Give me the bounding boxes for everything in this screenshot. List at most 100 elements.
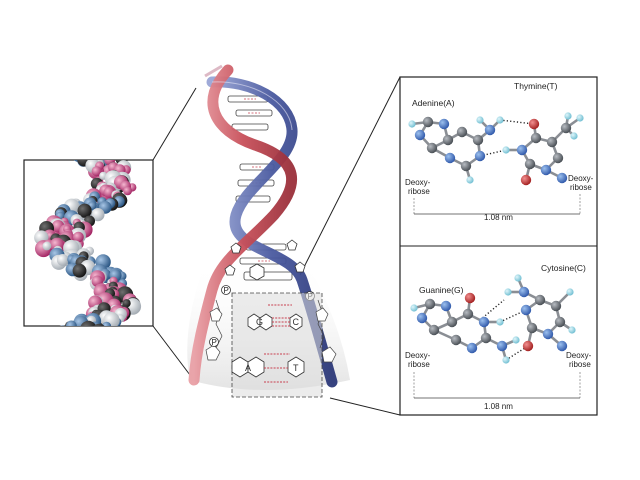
zoom-connector-lines bbox=[152, 76, 401, 416]
guanine-atom-h bbox=[410, 304, 418, 312]
space-filling-atom bbox=[77, 203, 92, 218]
thymine-atom-n bbox=[540, 164, 552, 176]
cytosine-atom-h bbox=[566, 288, 574, 296]
space-filling-atom bbox=[70, 328, 84, 342]
guanine-atom-n bbox=[416, 312, 428, 324]
adenine-atom-h bbox=[408, 120, 416, 128]
space-filling-atom bbox=[66, 328, 79, 341]
space-filling-atom bbox=[66, 320, 77, 326]
guanine-atom-c bbox=[446, 316, 458, 328]
adenine-atom-h bbox=[496, 116, 504, 124]
space-filling-atom bbox=[67, 327, 80, 340]
space-filling-atom bbox=[94, 323, 105, 326]
cytosine-atom-h bbox=[514, 274, 522, 282]
space-filling-atom bbox=[72, 141, 88, 157]
space-filling-atom bbox=[95, 150, 104, 159]
helix-base-a-label: A bbox=[245, 363, 251, 373]
gc-left-sugar-label-1: Deoxy- bbox=[405, 351, 431, 360]
guanine-atom-n bbox=[496, 340, 508, 352]
cytosine-atom-n bbox=[542, 328, 554, 340]
at-distance-label: 1.08 nm bbox=[484, 213, 513, 222]
helix-sugar-rings bbox=[224, 239, 306, 276]
space-filling-atom bbox=[122, 299, 131, 308]
thymine-atom-h bbox=[564, 112, 572, 120]
thymine-atom-h bbox=[576, 114, 584, 122]
adenine-atom-h bbox=[476, 116, 484, 124]
space-filling-model-panel bbox=[23, 141, 154, 343]
thymine-atom-c bbox=[552, 152, 564, 164]
helix-at-pair bbox=[231, 356, 305, 378]
cytosine-atom-c bbox=[550, 300, 562, 312]
thymine-atom-n bbox=[516, 144, 528, 156]
molecular-atoms bbox=[408, 112, 584, 364]
adenine-atom-n bbox=[414, 129, 426, 141]
space-filling-atom bbox=[42, 241, 52, 251]
adenine-atom-c bbox=[426, 142, 438, 154]
at-left-sugar-label-1: Deoxy- bbox=[405, 178, 431, 187]
space-filling-atom bbox=[91, 142, 103, 154]
thymine-label: Thymine(T) bbox=[514, 81, 558, 91]
cytosine-atom-h bbox=[504, 288, 512, 296]
thymine-atom-o bbox=[528, 118, 540, 130]
gc-right-sugar-label-2: ribose bbox=[569, 360, 591, 369]
guanine-atom-n bbox=[478, 316, 490, 328]
space-filling-atom bbox=[82, 331, 94, 343]
helix-base-g-label: G bbox=[256, 317, 263, 327]
space-filling-atom bbox=[91, 208, 105, 222]
space-filling-atom bbox=[59, 325, 64, 326]
helix-base-t-label: T bbox=[293, 363, 299, 373]
cytosine-atom-c bbox=[534, 294, 546, 306]
space-filling-atom bbox=[56, 254, 69, 266]
gc-left-sugar-label-2: ribose bbox=[408, 360, 430, 369]
guanine-atom-h bbox=[502, 356, 510, 364]
space-filling-atoms bbox=[34, 141, 142, 343]
at-distance-bracket bbox=[413, 194, 581, 214]
helix-gc-pair bbox=[247, 313, 303, 331]
cytosine-atom-o bbox=[522, 340, 534, 352]
hydrogen-bond bbox=[505, 345, 529, 361]
adenine-atom-n bbox=[474, 150, 486, 162]
gc-right-sugar-label-1: Deoxy- bbox=[566, 351, 592, 360]
cytosine-atom-h bbox=[568, 326, 576, 334]
cytosine-atom-n bbox=[520, 304, 532, 316]
adenine-atom-n bbox=[438, 118, 450, 130]
space-filling-atom bbox=[80, 325, 83, 326]
guanine-atom-o bbox=[464, 292, 476, 304]
adenine-atom-c bbox=[472, 134, 484, 146]
adenine-atom-c bbox=[442, 134, 454, 146]
space-filling-atom bbox=[72, 263, 87, 278]
guanine-atom-c bbox=[480, 332, 492, 344]
space-filling-atom bbox=[83, 146, 92, 155]
adenine-atom-h bbox=[466, 176, 474, 184]
gc-distance-label: 1.08 nm bbox=[484, 402, 513, 411]
space-filling-atom bbox=[80, 320, 97, 326]
thymine-atom-c bbox=[524, 158, 536, 170]
thymine-atom-h bbox=[502, 146, 510, 154]
guanine-atom-c bbox=[462, 308, 474, 320]
space-filling-atom bbox=[123, 186, 132, 196]
space-filling-atom bbox=[91, 160, 94, 161]
adenine-atom-c bbox=[422, 116, 434, 128]
cytosine-label: Cytosine(C) bbox=[541, 263, 586, 273]
guanine-atom-c bbox=[428, 324, 440, 336]
guanine-atom-n bbox=[466, 342, 478, 354]
space-filling-atom bbox=[88, 145, 99, 156]
cytosine-atom-c bbox=[554, 316, 566, 328]
base-pair-detail-box bbox=[231, 292, 323, 398]
thymine-atom-n bbox=[556, 172, 568, 184]
guanine-atom-h bbox=[496, 318, 504, 326]
guanine-label: Guanine(G) bbox=[419, 285, 464, 295]
thymine-atom-o bbox=[520, 174, 532, 186]
cytosine-atom-n bbox=[556, 340, 568, 352]
guanine-atom-c bbox=[424, 298, 436, 310]
space-filling-atom bbox=[89, 327, 98, 336]
thymine-atom-h bbox=[570, 132, 578, 140]
base-pair-detail-panel: Adenine(A) Thymine(T) Deoxy- ribose Deox… bbox=[399, 76, 598, 416]
guanine-atom-n bbox=[440, 300, 452, 312]
space-filling-atom bbox=[83, 326, 100, 343]
helix-base-c-label: C bbox=[293, 317, 300, 327]
helix-phosphate-label-lower: P bbox=[212, 338, 217, 347]
red-strand bbox=[188, 64, 298, 386]
at-left-sugar-label-2: ribose bbox=[408, 187, 430, 196]
